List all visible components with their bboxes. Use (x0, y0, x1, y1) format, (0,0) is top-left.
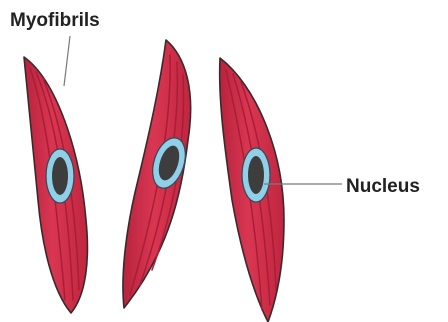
nucleus-core (52, 157, 68, 195)
myofibrils-leader-line (64, 36, 70, 86)
muscle-cell-middle (123, 40, 191, 308)
nucleus-core (248, 156, 264, 194)
myofibrils-label: Myofibrils (10, 11, 100, 30)
muscle-cell-left (24, 57, 87, 313)
muscle-cell-right (220, 58, 284, 322)
nucleus-label: Nucleus (346, 177, 420, 196)
